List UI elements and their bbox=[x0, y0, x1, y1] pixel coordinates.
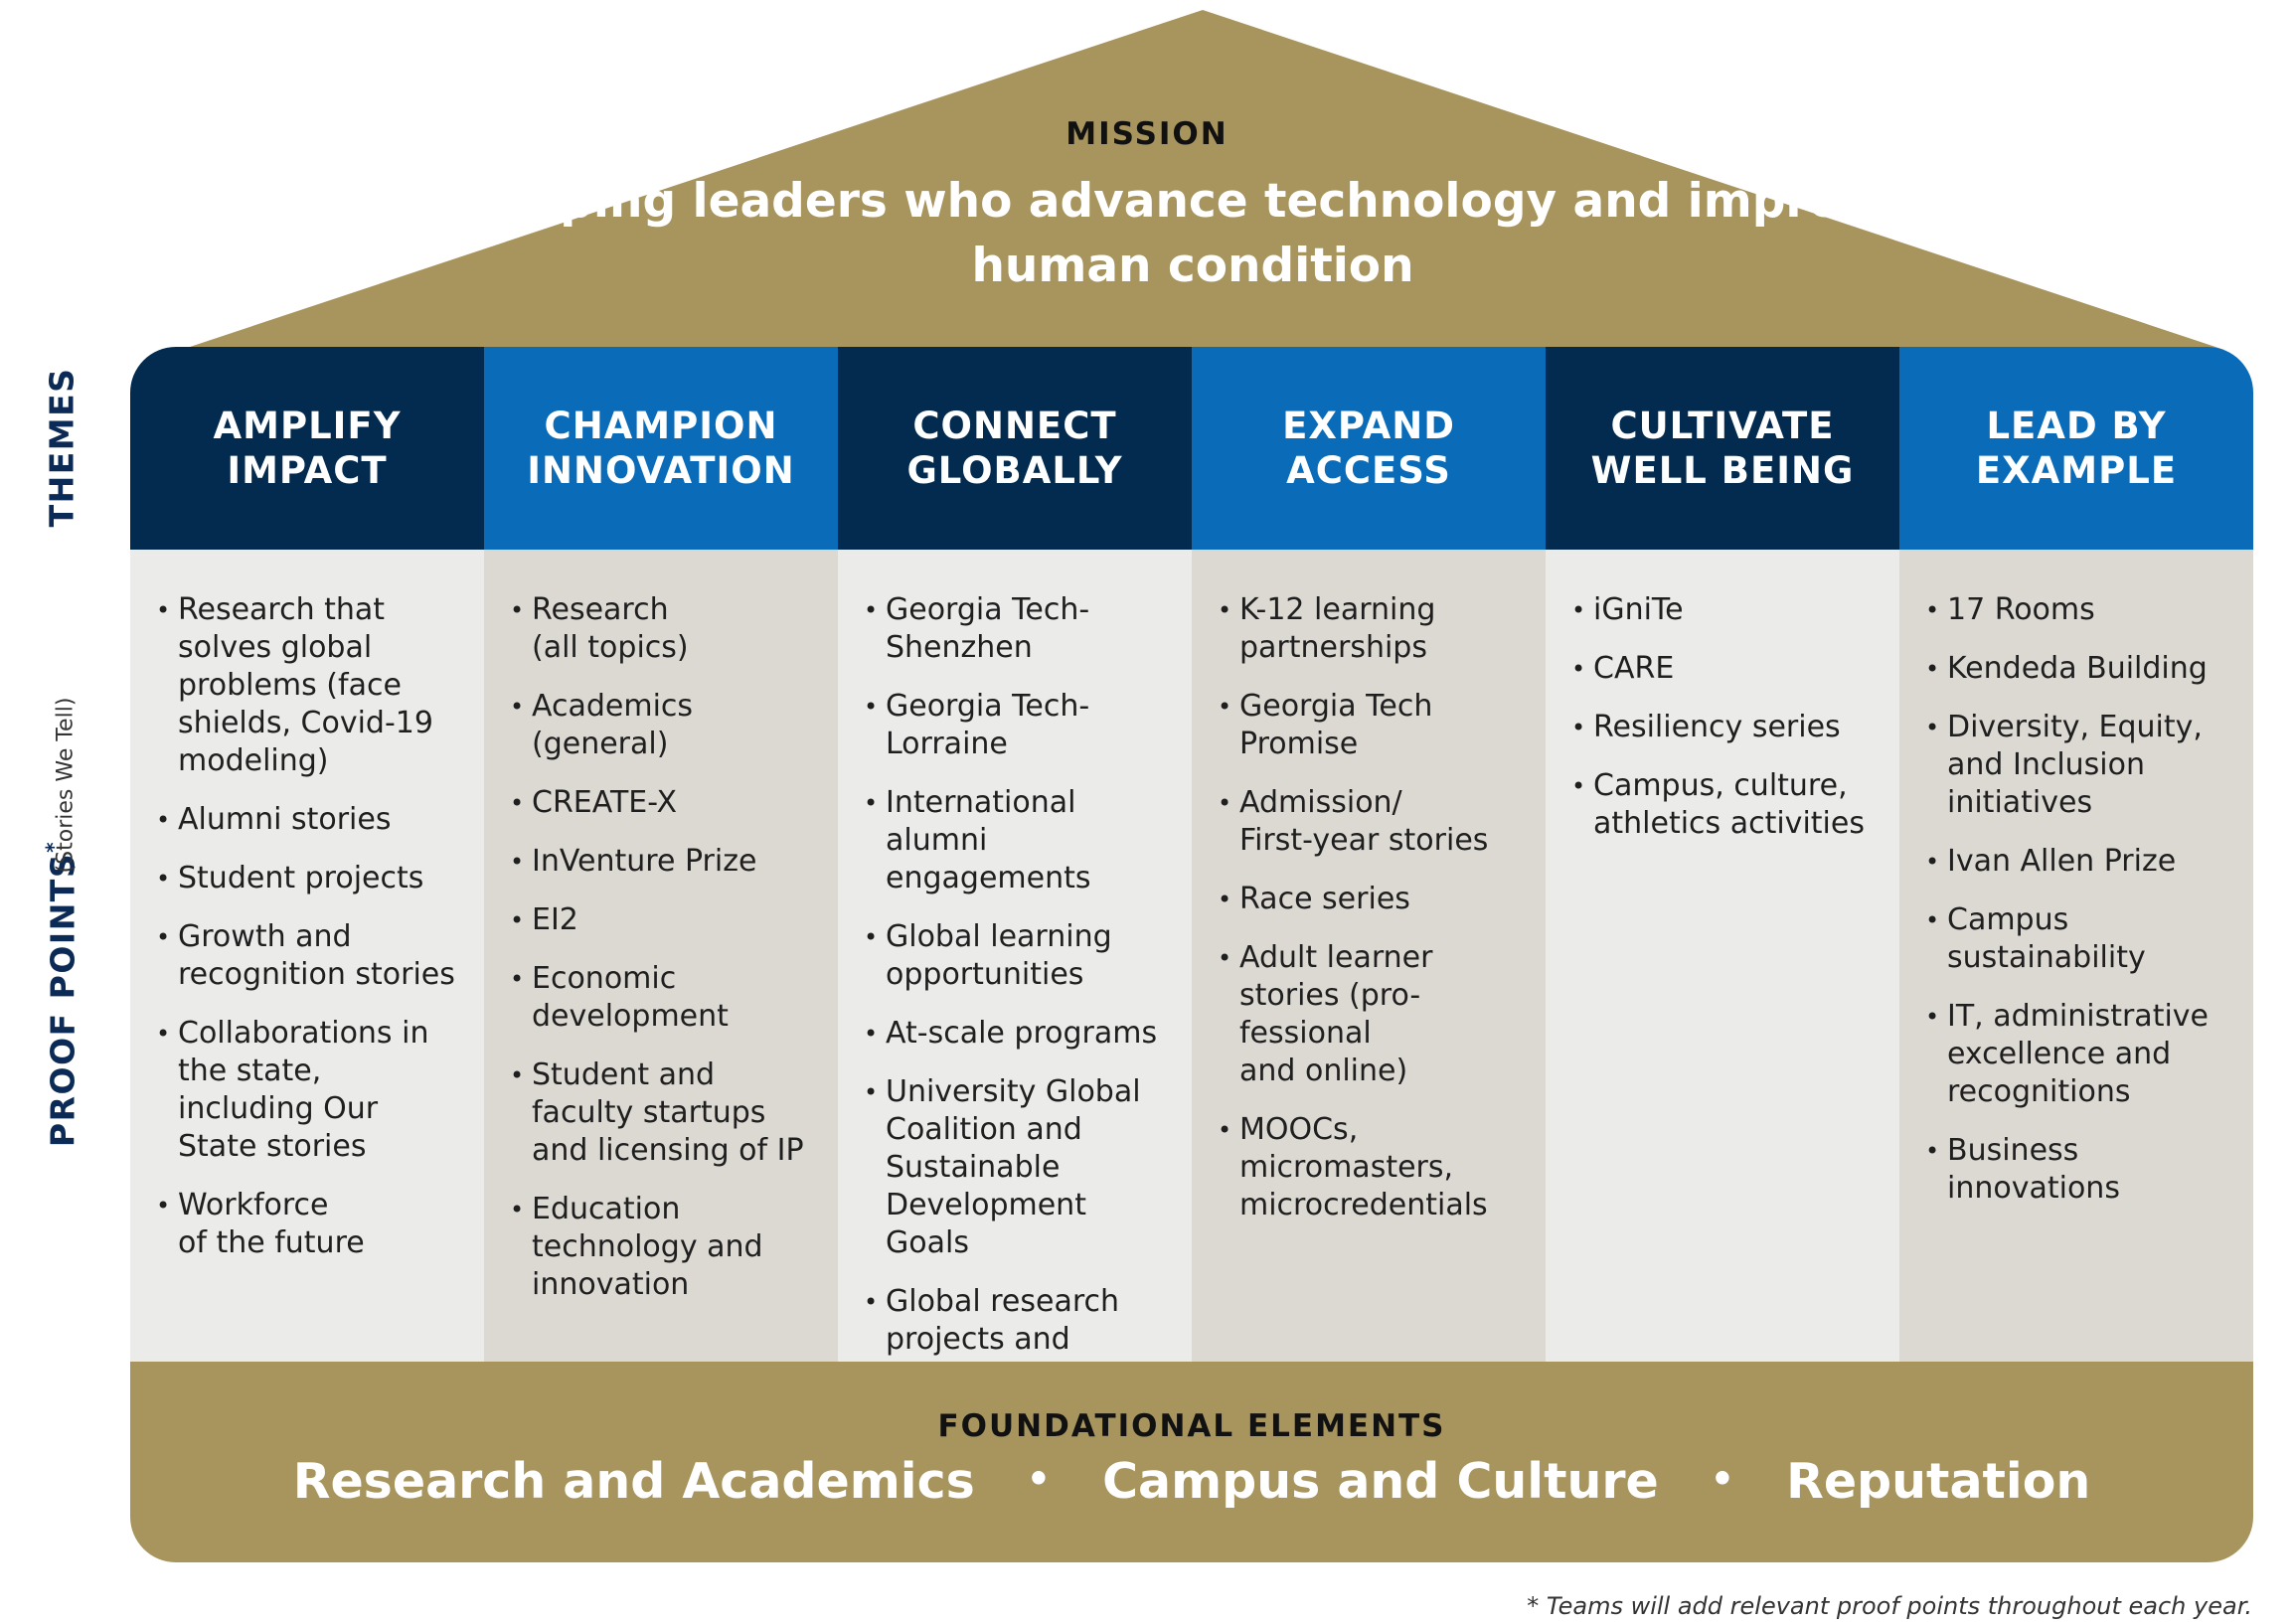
proof-points-list: Research that solves global problems (fa… bbox=[156, 591, 462, 1262]
theme-header: EXPAND ACCESS bbox=[1192, 347, 1546, 550]
proof-point-item: Education technology and innovation bbox=[510, 1191, 816, 1304]
proof-points-column: Georgia Tech- ShenzhenGeorgia Tech- Lorr… bbox=[838, 550, 1192, 1394]
theme-header: CONNECT GLOBALLY bbox=[838, 347, 1192, 550]
mission-label: MISSION bbox=[1065, 116, 1229, 152]
proof-point-item: Student projects bbox=[156, 860, 462, 897]
proof-point-item: Diversity, Equity, and Inclusion initiat… bbox=[1925, 709, 2231, 822]
theme-header: CULTIVATE WELL BEING bbox=[1546, 347, 1899, 550]
proof-point-item: EI2 bbox=[510, 901, 816, 939]
separator-dot: • bbox=[1710, 1457, 1735, 1501]
stories-side-label: (Stories We Tell) bbox=[53, 697, 79, 874]
foundation-label: FOUNDATIONAL ELEMENTS bbox=[937, 1408, 1446, 1444]
proof-points-column: Research that solves global problems (fa… bbox=[130, 550, 484, 1362]
proof-points-column: iGniTeCARE Resiliency seriesCampus, cultu… bbox=[1546, 550, 1899, 1362]
proof-point-item: Adult learner stories (pro- fessional an… bbox=[1218, 939, 1524, 1090]
theme-header: AMPLIFY IMPACT bbox=[130, 347, 484, 550]
proof-point-item: Georgia Tech- Shenzhen bbox=[864, 591, 1170, 667]
proof-point-item: Campus sustainability bbox=[1925, 901, 2231, 977]
footnote: * Teams will add relevant proof points t… bbox=[1527, 1592, 2252, 1620]
proof-point-item: iGniTe bbox=[1571, 591, 1878, 629]
proof-point-item: IT, administrative excellence and recogn… bbox=[1925, 998, 2231, 1111]
proof-point-item: Economic development bbox=[510, 960, 816, 1036]
foundation-base: FOUNDATIONAL ELEMENTS Research and Acade… bbox=[130, 1362, 2253, 1562]
theme-header: LEAD BY EXAMPLE bbox=[1899, 347, 2253, 550]
foundation-element: Research and Academics bbox=[292, 1453, 975, 1510]
proof-point-item: Resiliency series bbox=[1571, 709, 1878, 746]
proof-point-item: Research (all topics) bbox=[510, 591, 816, 667]
proof-points-column: 17 RoomsKendeda BuildingDiversity, Equit… bbox=[1899, 550, 2253, 1362]
proof-points-list: iGniTeCARE Resiliency seriesCampus, cultu… bbox=[1571, 591, 1878, 843]
themes-side-label: THEMES bbox=[42, 367, 82, 528]
proof-points-list: K-12 learning partnershipsGeorgia Tech P… bbox=[1218, 591, 1524, 1224]
proof-points-list: Research (all topics) Academics (general)… bbox=[510, 591, 816, 1304]
proof-points-column: Research (all topics) Academics (general)… bbox=[484, 550, 838, 1362]
proof-point-item: Student and faculty startups and licensi… bbox=[510, 1056, 816, 1170]
proof-point-item: Ivan Allen Prize bbox=[1925, 843, 2231, 881]
proof-point-item: Growth and recognition stories bbox=[156, 918, 462, 994]
proof-point-item: Race series bbox=[1218, 881, 1524, 918]
proof-point-item: Research that solves global problems (fa… bbox=[156, 591, 462, 780]
proof-point-item: Collaborations in the state, including O… bbox=[156, 1015, 462, 1166]
proof-point-item: MOOCs, micromasters, microcredentials bbox=[1218, 1111, 1524, 1224]
mission-roof: MISSION Developing leaders who advance t… bbox=[0, 0, 2294, 417]
proof-point-item: Academics (general) bbox=[510, 688, 816, 763]
theme-header: CHAMPION INNOVATION bbox=[484, 347, 838, 550]
proof-point-item: Georgia Tech- Lorraine bbox=[864, 688, 1170, 763]
foundation-element: Campus and Culture bbox=[1102, 1453, 1659, 1510]
proof-point-item: Alumni stories bbox=[156, 801, 462, 839]
proof-point-item: 17 Rooms bbox=[1925, 591, 2231, 629]
mission-statement: Developing leaders who advance technolog… bbox=[379, 174, 2007, 293]
proof-points-list: 17 RoomsKendeda BuildingDiversity, Equit… bbox=[1925, 591, 2231, 1208]
proof-point-item: International alumni engagements bbox=[864, 784, 1170, 897]
proof-points-column: K-12 learning partnershipsGeorgia Tech P… bbox=[1192, 550, 1546, 1362]
proof-point-item: Workforce of the future bbox=[156, 1187, 462, 1262]
proof-point-item: Business innovations bbox=[1925, 1132, 2231, 1208]
proof-point-item: University Global Coalition and Sustaina… bbox=[864, 1073, 1170, 1262]
foundation-element: Reputation bbox=[1786, 1453, 2091, 1510]
proof-point-item: Kendeda Building bbox=[1925, 650, 2231, 688]
proof-point-item: At-scale programs bbox=[864, 1015, 1170, 1053]
proof-points-side-label: PROOF POINTS* bbox=[41, 840, 82, 1148]
roof-triangle bbox=[181, 10, 2224, 350]
proof-point-item: CARE bbox=[1571, 650, 1878, 688]
proof-point-item: CREATE-X bbox=[510, 784, 816, 822]
proof-point-item: Global learning opportunities bbox=[864, 918, 1170, 994]
proof-point-item: Georgia Tech Promise bbox=[1218, 688, 1524, 763]
proof-points-columns: Research that solves global problems (fa… bbox=[130, 550, 2253, 1394]
proof-point-item: K-12 learning partnerships bbox=[1218, 591, 1524, 667]
proof-points-list: Georgia Tech- ShenzhenGeorgia Tech- Lorr… bbox=[864, 591, 1170, 1396]
proof-point-item: Admission/ First-year stories bbox=[1218, 784, 1524, 860]
proof-point-item: Campus, culture, athletics activities bbox=[1571, 767, 1878, 843]
separator-dot: • bbox=[1026, 1457, 1052, 1501]
proof-point-item: InVenture Prize bbox=[510, 843, 816, 881]
foundation-elements: Research and Academics • Campus and Cultur… bbox=[130, 1453, 2253, 1510]
